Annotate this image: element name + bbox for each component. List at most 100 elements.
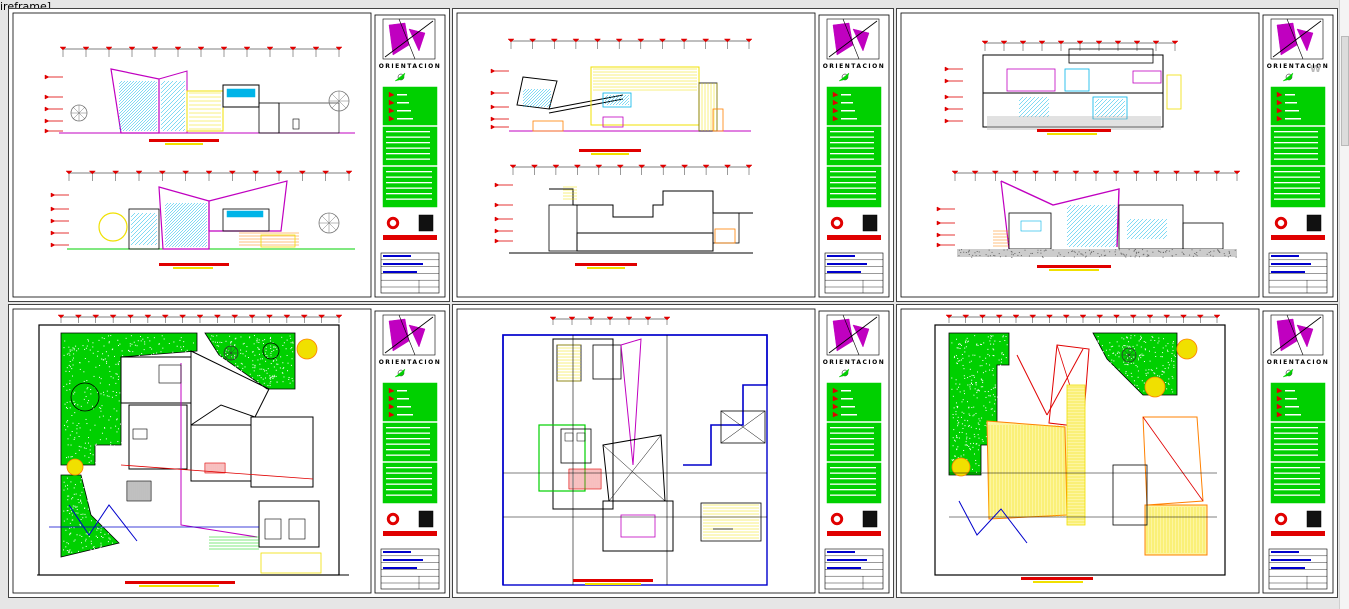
grass-speck: [100, 517, 102, 519]
sheet-ground-floor-plan[interactable]: ORIENTACION: [8, 304, 450, 598]
grass-speck: [105, 438, 107, 440]
hatch-line: [155, 129, 158, 132]
grass-speck: [67, 444, 69, 446]
hatch-line: [189, 229, 208, 248]
grass-speck: [1098, 352, 1100, 354]
grass-speck: [267, 385, 269, 387]
grass-speck: [241, 370, 243, 372]
grass-speck: [161, 380, 163, 382]
grass-speck: [94, 500, 96, 502]
grass-speck: [982, 472, 984, 474]
grass-speck: [953, 459, 955, 461]
grass-speck: [951, 388, 953, 390]
roof-wing: [158, 186, 210, 250]
info-table-text: [1271, 271, 1305, 273]
tree-icon: [951, 457, 971, 477]
grass-speck: [77, 499, 79, 501]
grass-speck: [1135, 254, 1137, 256]
grass-speck: [989, 364, 991, 366]
grass-speck: [1088, 249, 1090, 251]
sheet-sections[interactable]: ORIENTACION: [896, 8, 1338, 302]
notes-text-bar: [1274, 158, 1318, 160]
grass-speck: [959, 343, 961, 345]
grass-speck: [1109, 349, 1111, 351]
dimension-marker: [1132, 170, 1140, 175]
hatch-line: [1094, 98, 1112, 116]
thumbnail-road: [828, 316, 878, 354]
dimension-marker: [945, 314, 953, 319]
grass-speck: [137, 361, 139, 363]
grass-speck: [86, 423, 88, 425]
grass-speck: [112, 552, 114, 554]
room: [592, 344, 622, 380]
legend-symbol: [832, 99, 839, 106]
grass-speck: [1174, 356, 1176, 358]
sheet-elevations-1[interactable]: ORIENTACION: [8, 8, 450, 302]
grass-speck: [72, 359, 74, 361]
grass-speck: [98, 339, 100, 341]
grass-speck: [94, 500, 96, 502]
hatch-line: [130, 212, 156, 238]
hatch-line: [546, 102, 552, 108]
notes-text-bar: [386, 483, 432, 485]
grass-speck: [186, 349, 188, 351]
grass-speck: [177, 368, 179, 370]
grass-speck: [1173, 364, 1175, 366]
grass-speck: [972, 354, 974, 356]
thumbnail-site: [852, 324, 870, 348]
notes-text-bar: [386, 478, 432, 480]
grass-speck: [111, 396, 113, 398]
grass-speck: [253, 335, 255, 337]
grass-speck: [67, 495, 69, 497]
sloped-roof: [548, 94, 624, 110]
drawing-title-underline: [585, 583, 641, 585]
grass-speck: [90, 489, 92, 491]
dimension-marker: [265, 314, 274, 319]
grass-speck: [1126, 345, 1128, 347]
grass-speck: [64, 485, 66, 487]
grass-speck: [95, 510, 97, 512]
grass-speck: [1090, 252, 1092, 254]
grass-speck: [282, 344, 284, 346]
grass-speck: [1114, 390, 1116, 392]
grass-speck: [66, 550, 68, 552]
tree-icon: [98, 212, 128, 242]
thumbnail-road: [384, 20, 434, 58]
grass-speck: [969, 449, 971, 451]
grass-speck: [989, 255, 991, 257]
hatch-line: [1066, 204, 1072, 210]
grass-speck: [149, 365, 151, 367]
grass-speck: [1143, 341, 1145, 343]
sheet-roof-plan[interactable]: ORIENTACION: [896, 304, 1338, 598]
grass-speck: [85, 538, 87, 540]
grass-speck: [95, 514, 97, 516]
university-logo-core: [1277, 515, 1285, 523]
dimension-marker: [231, 314, 239, 319]
sheet-elevations-2[interactable]: ORIENTACION: [452, 8, 894, 302]
hatch-line: [118, 87, 158, 127]
grass-speck: [952, 413, 954, 415]
grass-speck: [1142, 249, 1144, 251]
grass-speck: [258, 353, 260, 355]
grass-speck: [76, 534, 78, 536]
grass-speck: [1126, 336, 1128, 338]
grass-speck: [226, 349, 228, 351]
grass-speck: [98, 487, 100, 489]
grass-speck: [1140, 357, 1142, 359]
grass-speck: [974, 388, 976, 390]
grass-speck: [242, 353, 244, 355]
grass-speck: [1098, 360, 1100, 362]
scrollbar-thumb[interactable]: [1341, 36, 1349, 146]
grass-speck: [175, 450, 177, 452]
hatch-line: [1104, 98, 1124, 118]
notes-text-bar: [830, 494, 876, 496]
dimension-marker: [345, 170, 353, 175]
notes-text-bar: [1274, 147, 1318, 149]
university-logo-core: [1277, 219, 1285, 227]
vertical-scrollbar[interactable]: [1339, 0, 1349, 609]
grass-speck: [283, 367, 285, 369]
grass-speck: [72, 519, 74, 521]
sheet-upper-floor-plan[interactable]: ORIENTACION: [452, 304, 894, 598]
grass-speck: [1173, 354, 1175, 356]
window-band: [226, 210, 264, 218]
